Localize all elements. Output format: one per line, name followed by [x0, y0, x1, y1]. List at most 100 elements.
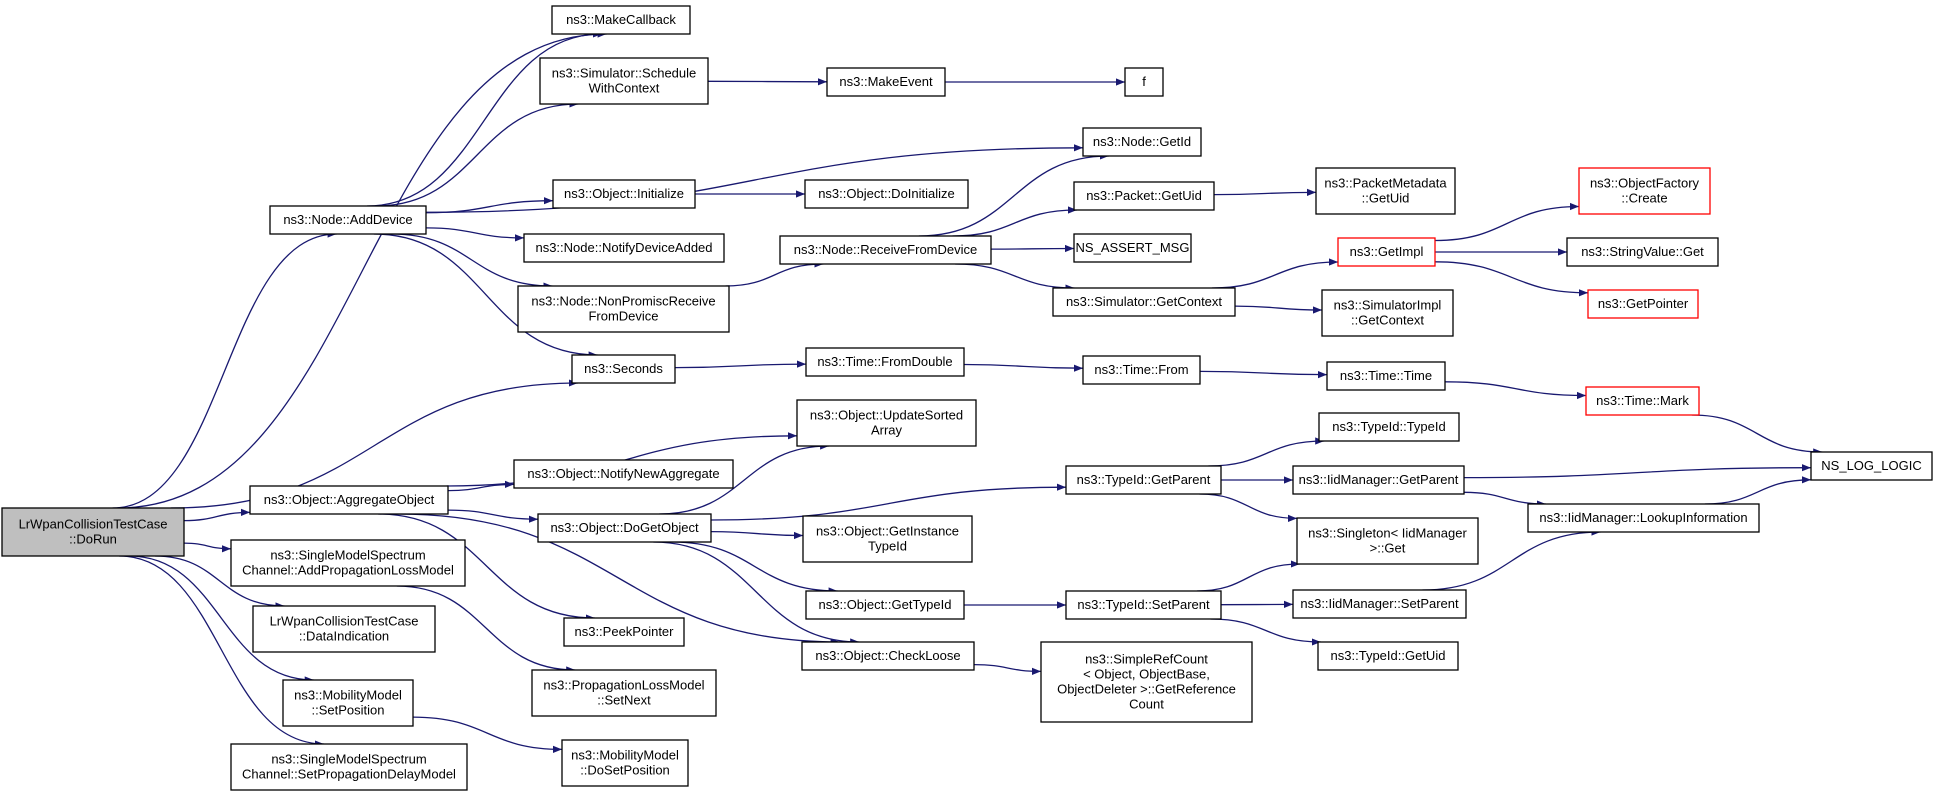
node-label-nonpromiscreceive-0: ns3::Node::NonPromiscReceive — [531, 294, 715, 309]
node-notifynewaggregate[interactable]: ns3::Object::NotifyNewAggregate — [513, 459, 734, 489]
edge-aggregateobject-to-checkloose — [397, 513, 840, 646]
node-objectinitialize[interactable]: ns3::Object::Initialize — [552, 179, 696, 209]
node-checkloose[interactable]: ns3::Object::CheckLoose — [801, 641, 975, 671]
node-packetgetuid[interactable]: ns3::Packet::GetUid — [1073, 181, 1215, 211]
node-box-objectfactorycreate — [1578, 167, 1711, 215]
edge-typeidgetparent-to-typeidtypeid — [1208, 437, 1325, 467]
node-label-singletonget-0: ns3::Singleton< IidManager — [1308, 526, 1467, 541]
node-label-dataindication-1: ::DataIndication — [299, 629, 389, 644]
node-label-nodegetid-0: ns3::Node::GetId — [1093, 134, 1191, 149]
node-box-dorun — [1, 507, 185, 557]
node-label-updatesortedarray-0: ns3::Object::UpdateSorted — [810, 408, 963, 423]
node-box-dogetobject — [537, 513, 712, 543]
node-box-timemark — [1585, 386, 1700, 416]
node-simplerefcount[interactable]: ns3::SimpleRefCount< Object, ObjectBase,… — [1040, 641, 1253, 723]
node-objectgettypeid[interactable]: ns3::Object::GetTypeId — [805, 590, 965, 620]
edge-dogetobject-to-checkloose — [653, 541, 860, 646]
node-nodegetid[interactable]: ns3::Node::GetId — [1082, 127, 1202, 157]
node-makecallback[interactable]: ns3::MakeCallback — [551, 5, 691, 35]
node-peekpointer[interactable]: ns3::PeekPointer — [563, 617, 685, 647]
node-timetime[interactable]: ns3::Time::Time — [1326, 361, 1446, 391]
node-box-packetmetadatagetuid — [1315, 167, 1456, 215]
node-label-nsloglogic-0: NS_LOG_LOGIC — [1821, 458, 1921, 473]
node-packetmetadatagetuid[interactable]: ns3::PacketMetadata::GetUid — [1315, 167, 1456, 215]
node-box-timetime — [1326, 361, 1446, 391]
node-singletonget[interactable]: ns3::Singleton< IidManager>::Get — [1296, 517, 1479, 565]
node-label-packetmetadatagetuid-1: ::GetUid — [1362, 191, 1410, 206]
node-aggregateobject[interactable]: ns3::Object::AggregateObject — [249, 485, 449, 515]
node-mobilitydosetposition[interactable]: ns3::MobilityModel::DoSetPosition — [561, 739, 689, 787]
node-mobilitysetposition[interactable]: ns3::MobilityModel::SetPosition — [282, 679, 414, 727]
node-nsassertmsg[interactable]: NS_ASSERT_MSG — [1073, 233, 1192, 263]
edge-dorun-to-aggregateobject — [183, 508, 251, 522]
node-label-typeidsetparent-0: ns3::TypeId::SetParent — [1077, 597, 1210, 612]
node-box-schedulewithcontext — [539, 57, 709, 105]
node-label-simplerefcount-2: ObjectDeleter >::GetReference — [1057, 682, 1236, 697]
node-typeidsetparent[interactable]: ns3::TypeId::SetParent — [1065, 590, 1222, 620]
node-box-lookupinformation — [1527, 503, 1760, 533]
node-objectfactorycreate[interactable]: ns3::ObjectFactory::Create — [1578, 167, 1711, 215]
node-stringvalueget[interactable]: ns3::StringValue::Get — [1566, 237, 1719, 267]
node-box-seconds — [571, 354, 676, 384]
node-addpropagationlossmodel[interactable]: ns3::SingleModelSpectrumChannel::AddProp… — [230, 539, 466, 587]
node-timefromdouble[interactable]: ns3::Time::FromDouble — [805, 347, 965, 377]
node-nodenotifydeviceadded[interactable]: ns3::Node::NotifyDeviceAdded — [523, 233, 725, 263]
edge-nodeadddevice-to-makecallback — [367, 30, 602, 207]
node-seconds[interactable]: ns3::Seconds — [571, 354, 676, 384]
node-timefrom[interactable]: ns3::Time::From — [1082, 355, 1201, 385]
node-makeevent[interactable]: ns3::MakeEvent — [826, 67, 946, 97]
edge-iidsetparent-to-lookupinformation — [1422, 528, 1601, 591]
node-getimpl[interactable]: ns3::GetImpl — [1337, 237, 1436, 267]
node-getpointer[interactable]: ns3::GetPointer — [1587, 289, 1699, 319]
node-nodeadddevice[interactable]: ns3::Node::AddDevice — [269, 205, 427, 235]
node-typeidgetparent[interactable]: ns3::TypeId::GetParent — [1065, 465, 1222, 495]
node-box-iidgetparent — [1292, 465, 1465, 495]
node-box-timefrom — [1082, 355, 1201, 385]
node-dorun[interactable]: LrWpanCollisionTestCase::DoRun — [1, 507, 185, 557]
node-label-updatesortedarray-1: Array — [871, 423, 903, 438]
node-iidgetparent[interactable]: ns3::IidManager::GetParent — [1292, 465, 1465, 495]
edge-mobilitysetposition-to-mobilitydosetposition — [412, 716, 563, 753]
node-box-nodenotifydeviceadded — [523, 233, 725, 263]
node-nsloglogic[interactable]: NS_LOG_LOGIC — [1810, 451, 1933, 481]
node-label-stringvalueget-0: ns3::StringValue::Get — [1581, 244, 1704, 259]
node-dataindication[interactable]: LrWpanCollisionTestCase::DataIndication — [252, 605, 436, 653]
node-iidsetparent[interactable]: ns3::IidManager::SetParent — [1292, 589, 1467, 619]
node-box-checkloose — [801, 641, 975, 671]
node-simulatorgetcontext[interactable]: ns3::Simulator::GetContext — [1052, 287, 1236, 317]
node-label-simulatorgetcontext-0: ns3::Simulator::GetContext — [1066, 294, 1222, 309]
node-label-simplerefcount-3: Count — [1129, 697, 1164, 712]
node-lookupinformation[interactable]: ns3::IidManager::LookupInformation — [1527, 503, 1760, 533]
node-box-objectinitialize — [552, 179, 696, 209]
node-label-makecallback-0: ns3::MakeCallback — [566, 12, 676, 27]
node-label-iidgetparent-0: ns3::IidManager::GetParent — [1299, 472, 1459, 487]
node-setpropagationdelaymodel[interactable]: ns3::SingleModelSpectrumChannel::SetProp… — [230, 743, 468, 791]
node-timemark[interactable]: ns3::Time::Mark — [1585, 386, 1700, 416]
edge-getimpl-to-getpointer — [1434, 261, 1589, 297]
node-typeidgetuid[interactable]: ns3::TypeId::GetUid — [1317, 641, 1459, 671]
node-label-timemark-0: ns3::Time::Mark — [1596, 393, 1689, 408]
node-objectdoinitialize[interactable]: ns3::Object::DoInitialize — [804, 179, 969, 209]
nodes-layer: LrWpanCollisionTestCase::DoRun ns3::MakeC… — [1, 5, 1933, 791]
node-label-mobilitydosetposition-1: ::DoSetPosition — [580, 763, 670, 778]
node-label-mobilitysetposition-0: ns3::MobilityModel — [294, 688, 402, 703]
node-typeidtypeid[interactable]: ns3::TypeId::TypeId — [1318, 412, 1460, 442]
node-propagationlosssetnext[interactable]: ns3::PropagationLossModel::SetNext — [531, 669, 717, 717]
node-simulatorimplgetcontext[interactable]: ns3::SimulatorImpl::GetContext — [1321, 289, 1454, 337]
node-label-typeidgetuid-0: ns3::TypeId::GetUid — [1331, 648, 1446, 663]
node-label-packetmetadatagetuid-0: ns3::PacketMetadata — [1324, 176, 1447, 191]
node-label-dorun-0: LrWpanCollisionTestCase — [19, 517, 168, 532]
node-box-getinstancetypeid — [802, 515, 973, 563]
node-f[interactable]: f — [1124, 67, 1164, 97]
node-label-getimpl-0: ns3::GetImpl — [1350, 244, 1424, 259]
node-box-typeidgetuid — [1317, 641, 1459, 671]
node-label-schedulewithcontext-0: ns3::Simulator::Schedule — [552, 66, 697, 81]
node-dogetobject[interactable]: ns3::Object::DoGetObject — [537, 513, 712, 543]
edge-iidgetparent-to-nsloglogic — [1463, 464, 1812, 479]
node-box-simplerefcount — [1040, 641, 1253, 723]
node-nodereceivefromdevice[interactable]: ns3::Node::ReceiveFromDevice — [779, 235, 992, 265]
